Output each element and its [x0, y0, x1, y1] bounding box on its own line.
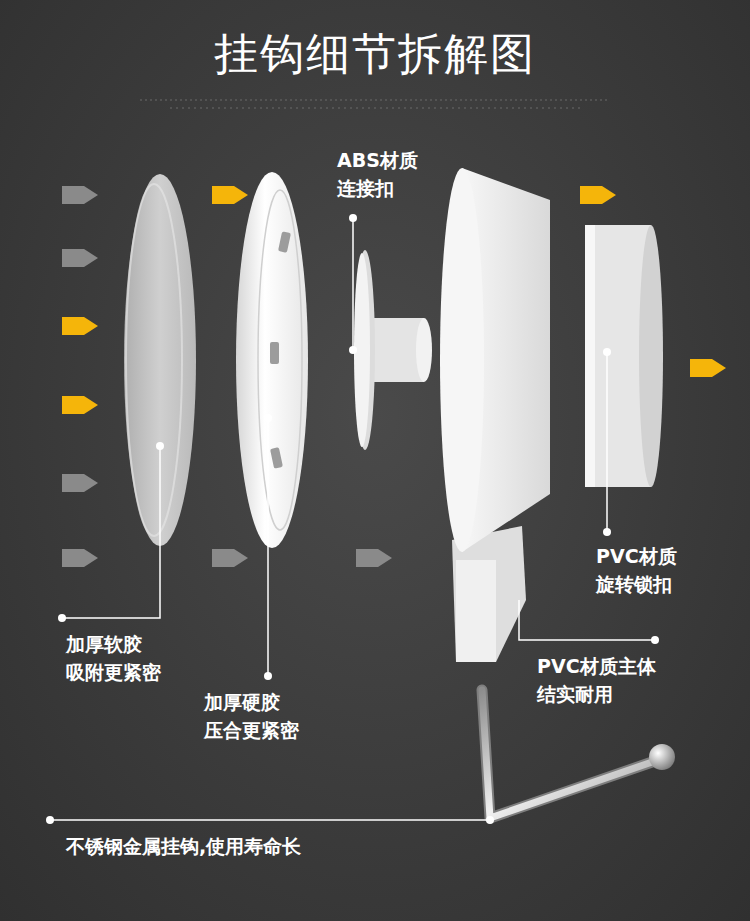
abs-connector	[354, 250, 432, 450]
leader-lines	[50, 218, 655, 820]
part-label: PVC材质 旋转锁扣	[596, 542, 677, 598]
part-label: 不锈钢金属挂钩,使用寿命长	[66, 832, 301, 860]
hard-gel-disc	[236, 172, 308, 548]
part-label: 加厚软胶 吸附更紧密	[66, 630, 161, 686]
metal-hook	[482, 690, 675, 818]
part-label: 加厚硬胶 压合更紧密	[204, 688, 299, 744]
leader-dots	[46, 214, 659, 824]
part-label: PVC材质主体 结实耐用	[537, 652, 656, 708]
part-label: ABS材质 连接扣	[337, 146, 418, 202]
title-rule	[140, 100, 610, 108]
pvc-lock	[585, 225, 663, 487]
main-body	[440, 168, 550, 662]
page-title: 挂钩细节拆解图	[0, 26, 750, 82]
